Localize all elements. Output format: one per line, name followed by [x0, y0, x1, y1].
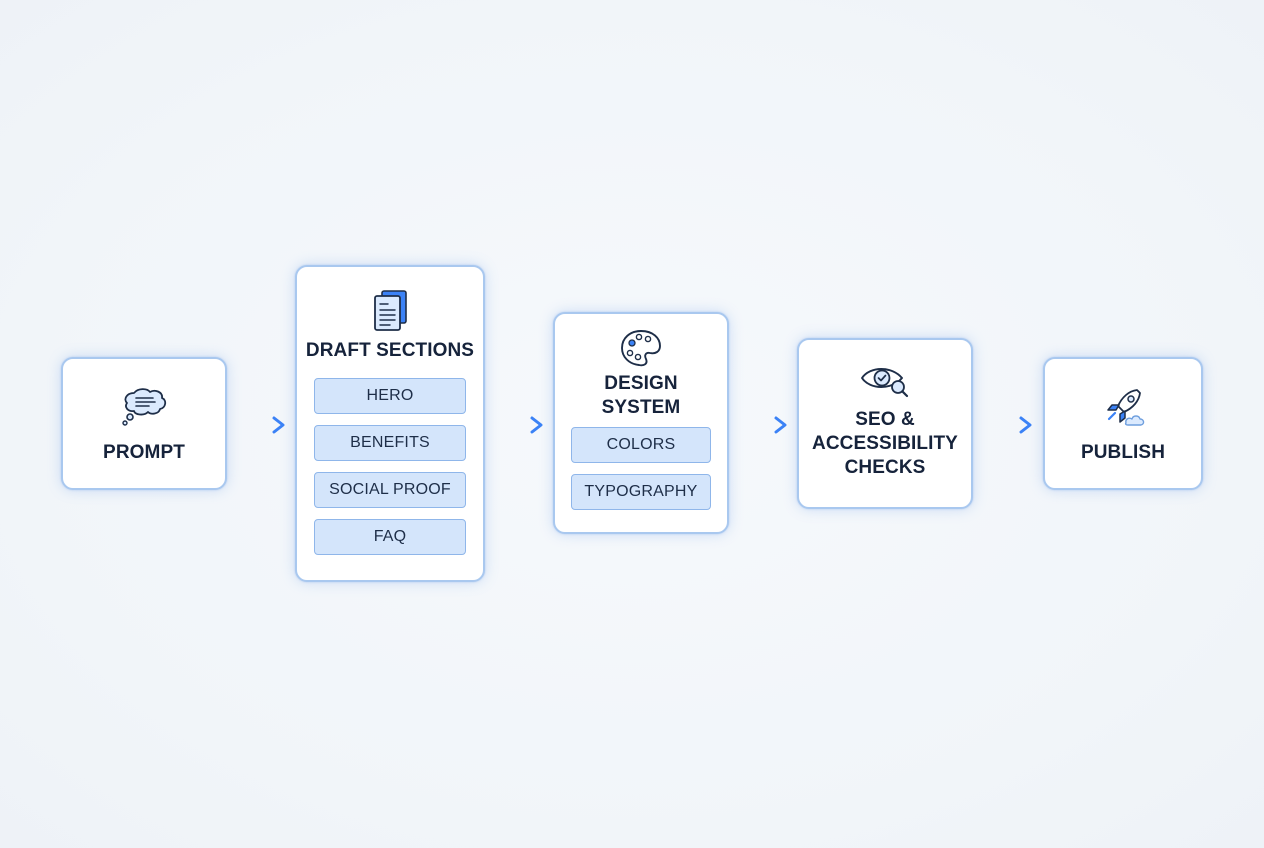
- design-item-colors: COLORS: [571, 427, 711, 463]
- section-item-hero: HERO: [314, 378, 466, 414]
- section-item-faq: FAQ: [314, 519, 466, 555]
- step-title: PUBLISH: [1080, 442, 1166, 463]
- design-item-typography: TYPOGRAPHY: [571, 474, 711, 510]
- step-title: DRAFT SECTIONS: [305, 340, 475, 361]
- rocket-icon: [1107, 389, 1145, 426]
- section-item-benefits: BENEFITS: [314, 425, 466, 461]
- palette-icon: [621, 330, 661, 367]
- arrow-icon: [740, 416, 787, 434]
- step-title-line: ACCESSIBILITY: [812, 433, 958, 454]
- thought-bubble-icon: [122, 388, 167, 426]
- section-list: HERO BENEFITS SOCIAL PROOF FAQ: [314, 378, 466, 555]
- step-publish: PUBLISH: [1043, 357, 1203, 490]
- step-title: PROMPT: [103, 442, 185, 463]
- step-title-line: SYSTEM: [601, 397, 681, 418]
- arrow-icon: [496, 416, 543, 434]
- arrow-icon: [985, 416, 1032, 434]
- step-title: DESIGN SYSTEM: [602, 372, 681, 420]
- step-seo-accessibility: SEO & ACCESSIBILITY CHECKS: [797, 338, 973, 509]
- step-title-line: CHECKS: [844, 457, 926, 478]
- step-prompt: PROMPT: [61, 357, 227, 490]
- documents-icon: [374, 290, 407, 331]
- step-title: SEO & ACCESSIBILITY CHECKS: [812, 408, 958, 480]
- section-item-social-proof: SOCIAL PROOF: [314, 472, 466, 508]
- step-title-line: DESIGN: [604, 373, 678, 394]
- arrow-icon: [238, 416, 285, 434]
- eye-magnifier-icon: [861, 368, 909, 398]
- step-title-line: SEO &: [855, 409, 915, 430]
- step-draft-sections: DRAFT SECTIONS HERO BENEFITS SOCIAL PROO…: [295, 265, 485, 582]
- design-token-list: COLORS TYPOGRAPHY: [571, 427, 711, 510]
- step-design-system: DESIGN SYSTEM COLORS TYPOGRAPHY: [553, 312, 729, 534]
